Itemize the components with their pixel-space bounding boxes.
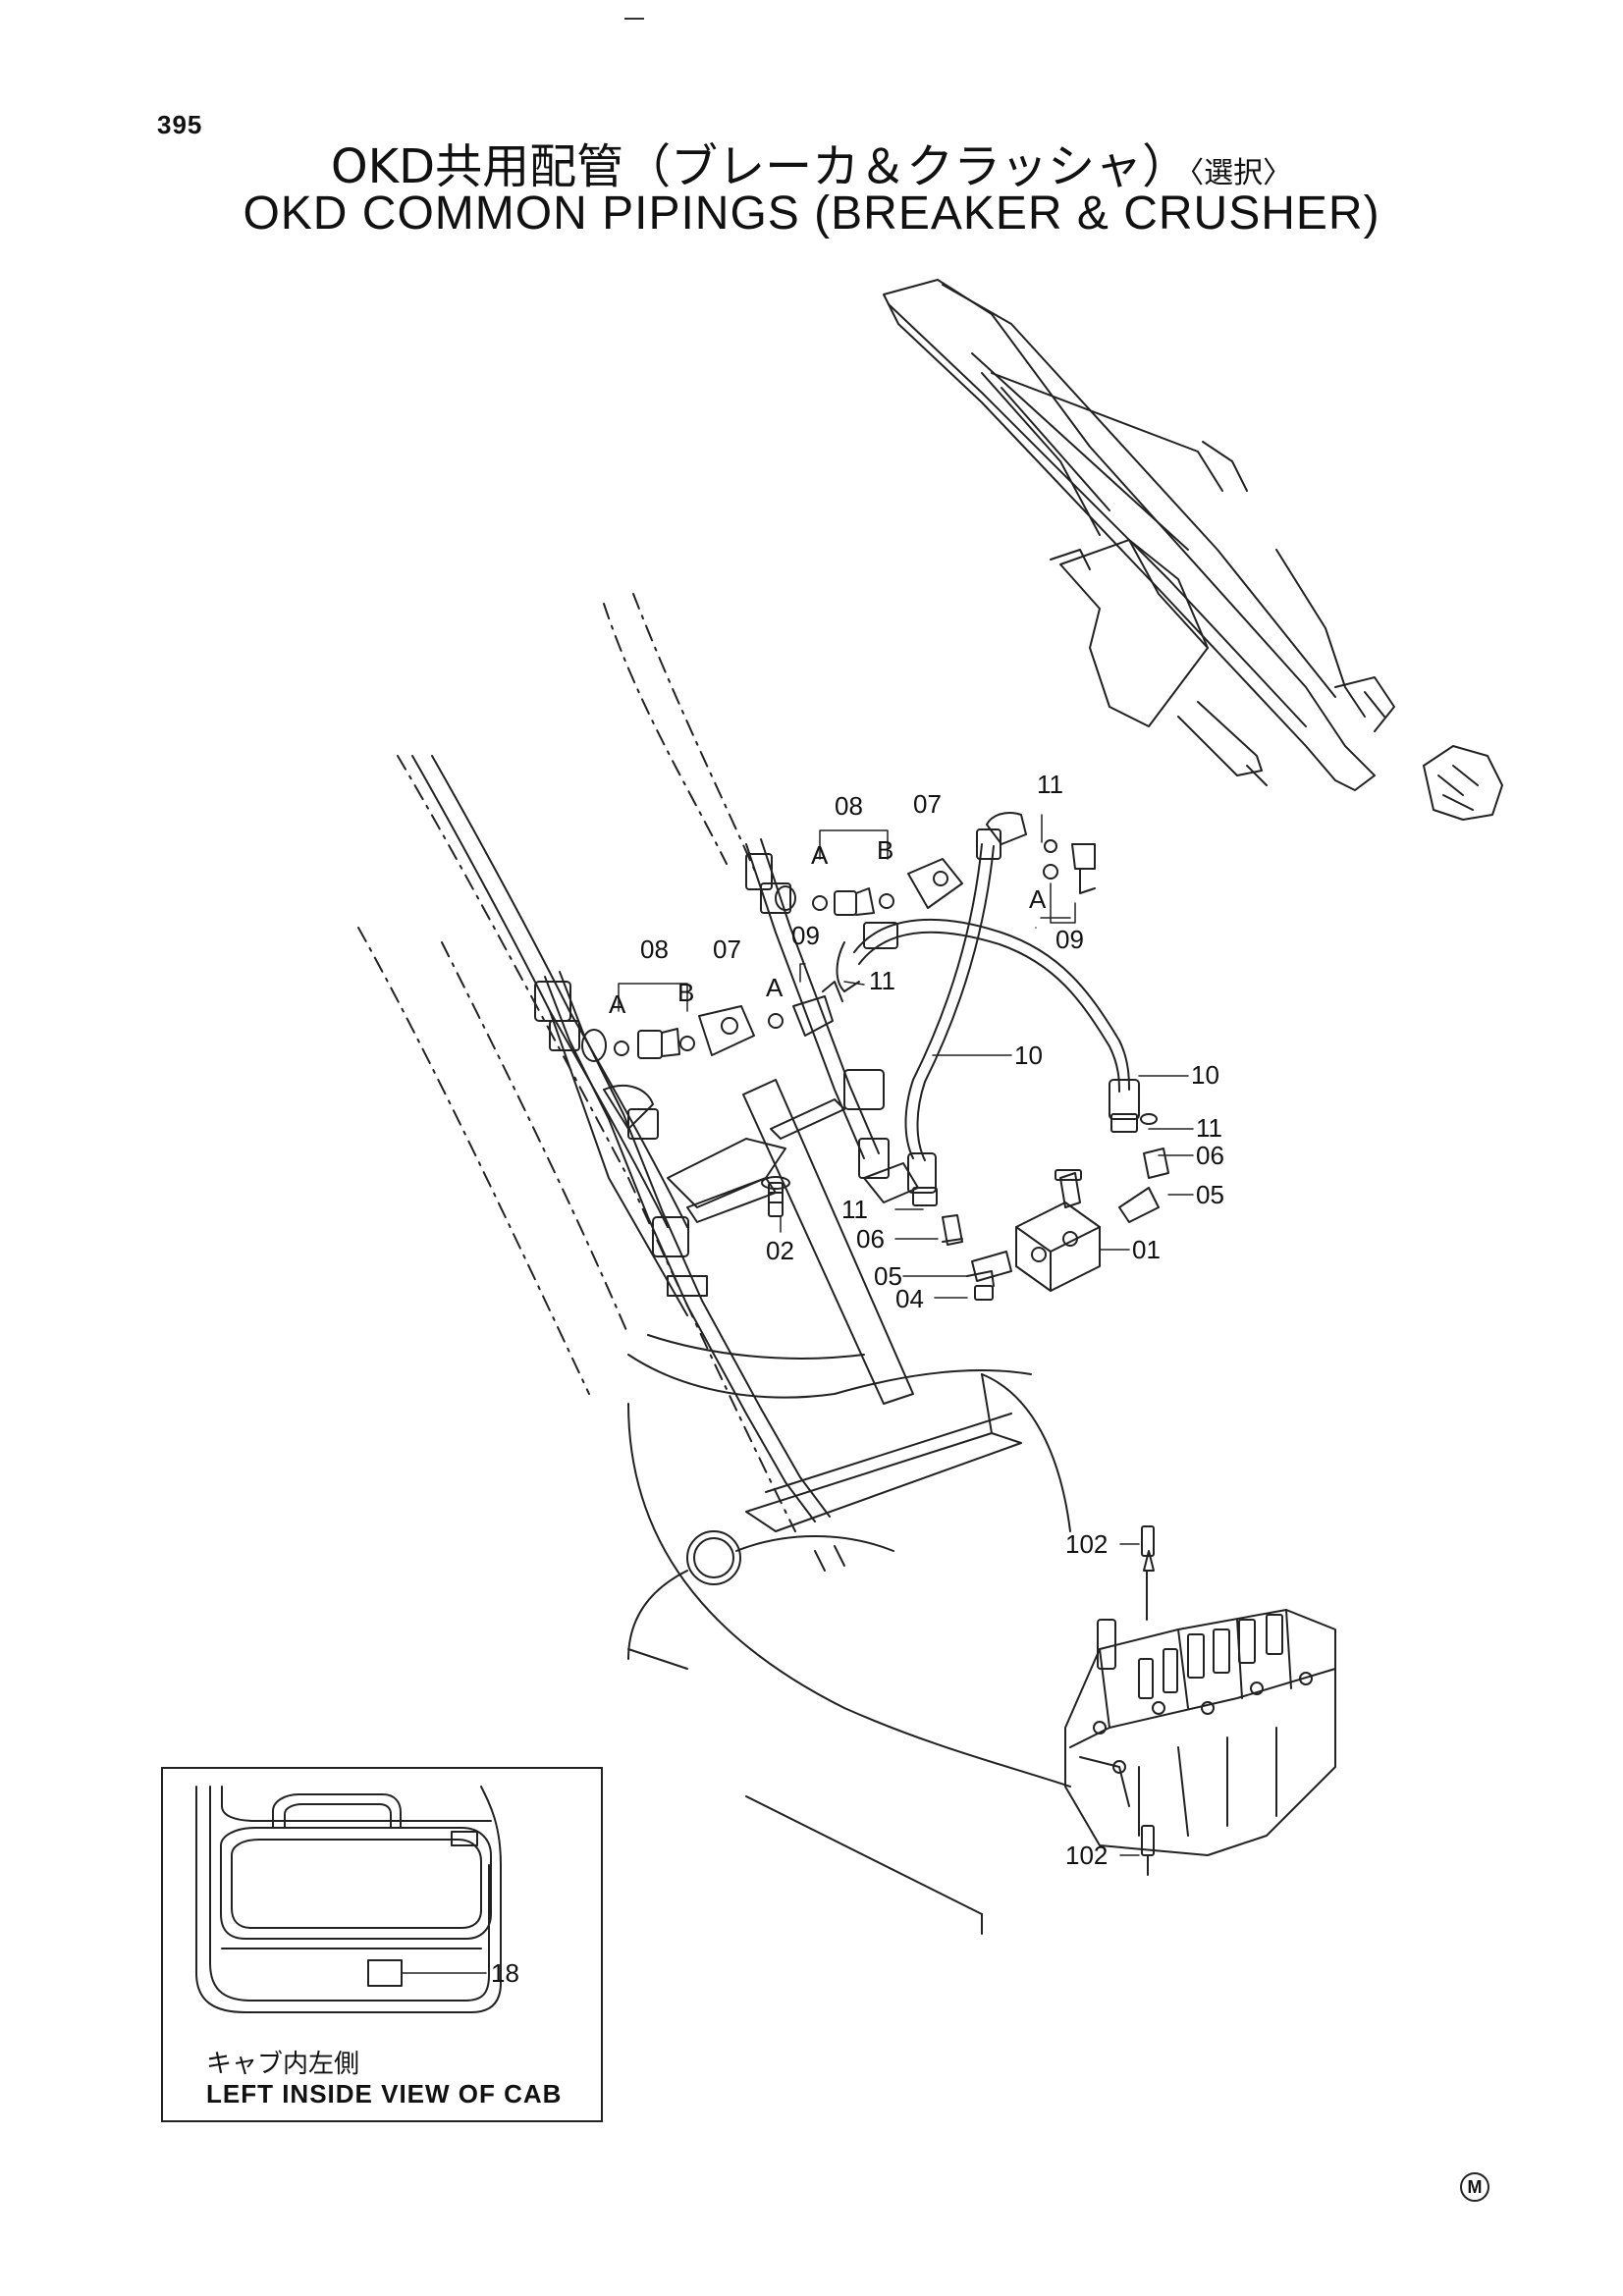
title-japanese-main: OKD共用配管（ブレーカ＆クラッシャ） xyxy=(330,139,1190,194)
bolt-part-02 xyxy=(761,1176,790,1217)
top-dash-mark xyxy=(624,18,644,20)
pipe-run-left xyxy=(544,838,880,1522)
control-valve-assembly xyxy=(1064,1525,1336,1876)
callout-b-lower: B xyxy=(677,978,694,1007)
callout-102-bottom: 102 xyxy=(1065,1841,1108,1870)
boom-frame-lines xyxy=(357,593,796,1532)
inset-label-english: LEFT INSIDE VIEW OF CAB xyxy=(206,2079,563,2109)
callout-08-upper: 08 xyxy=(835,791,863,821)
callout-b-upper: B xyxy=(877,835,893,865)
title-japanese: OKD共用配管（ブレーカ＆クラッシャ）〈選択〉 xyxy=(0,128,1623,196)
callout-05-right: 05 xyxy=(1196,1180,1224,1209)
cross-beam xyxy=(745,1373,1022,1572)
callout-09-right: 09 xyxy=(1055,925,1084,954)
callout-18: 18 xyxy=(491,1958,519,1988)
corner-m-mark: M xyxy=(1460,2172,1489,2202)
callout-06-left: 06 xyxy=(856,1224,885,1254)
callout-11-top: 11 xyxy=(1037,770,1063,799)
callout-11-right: 11 xyxy=(1196,1113,1222,1143)
arm-overview-drawing xyxy=(883,279,1503,821)
title-english: OKD COMMON PIPINGS (BREAKER & CRUSHER) xyxy=(243,187,1380,240)
callout-a-upper: A xyxy=(811,840,829,870)
boom-structure xyxy=(411,755,1071,1935)
valve-block xyxy=(942,1113,1169,1301)
callout-10-right: 10 xyxy=(1191,1060,1219,1090)
callout-09-lower: 09 xyxy=(791,921,820,950)
callout-07-lower: 07 xyxy=(713,934,741,964)
title-japanese-suffix: 〈選択〉 xyxy=(1189,156,1293,190)
callout-08-lower: 08 xyxy=(640,934,669,964)
callout-numbers: 08 07 11 A B A 09 08 07 09 A B A 11 10 1… xyxy=(491,770,1224,1988)
callout-a-mid: A xyxy=(766,973,784,1002)
callout-01: 01 xyxy=(1132,1235,1161,1264)
callout-06-right: 06 xyxy=(1196,1141,1224,1170)
upper-fitting-group xyxy=(812,812,1096,916)
callout-11-lower: 11 xyxy=(841,1195,868,1224)
callout-07-upper: 07 xyxy=(913,789,942,819)
inset-label-japanese: キャブ内左側 xyxy=(206,2050,360,2079)
callout-04: 04 xyxy=(895,1284,924,1313)
callout-leaders xyxy=(402,814,1194,1974)
bracket-plate xyxy=(667,1079,914,1405)
hose-assembly xyxy=(836,828,1140,1206)
callout-02: 02 xyxy=(766,1236,794,1265)
callout-10-left: 10 xyxy=(1014,1041,1043,1070)
callout-11-mid: 11 xyxy=(869,966,895,995)
inset-cab-drawing xyxy=(195,1786,502,2013)
inset-frame xyxy=(161,1767,603,2122)
callout-a-right: A xyxy=(1029,884,1047,914)
lower-fitting-group xyxy=(614,981,843,1059)
callout-a-lower: A xyxy=(609,989,626,1019)
callout-05-left: 05 xyxy=(874,1261,902,1291)
page-number: 395 xyxy=(157,110,203,139)
callout-102-top: 102 xyxy=(1065,1529,1108,1559)
